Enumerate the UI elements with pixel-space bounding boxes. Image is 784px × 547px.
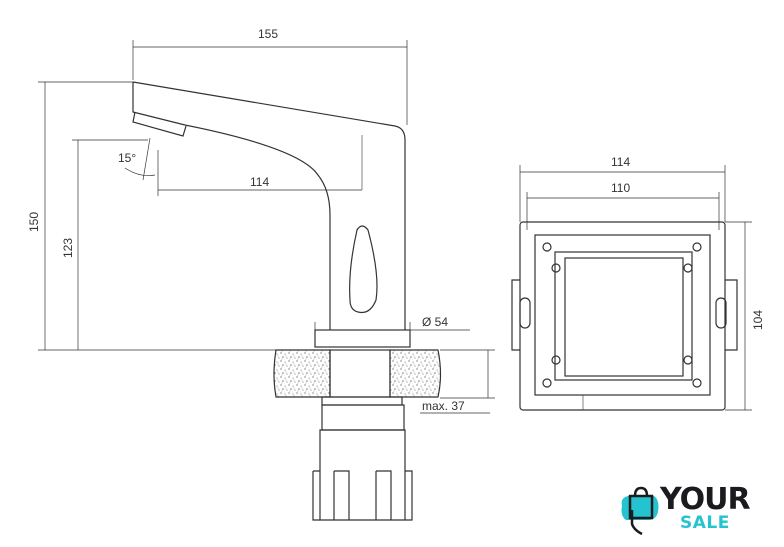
screw-icons	[542, 242, 702, 388]
logo-text-sale: SALE	[680, 513, 730, 533]
faucet-drawing	[132, 81, 442, 521]
dim-box-height: 104	[751, 310, 765, 330]
dim-spout-reach: 114	[250, 175, 269, 189]
dim-spout-height: 123	[61, 238, 75, 258]
dim-box-inner-width: 110	[611, 181, 630, 195]
shopping-bag-hand-icon	[621, 486, 659, 536]
dim-base-diameter: Ø 54	[422, 315, 448, 329]
mounting-box-drawing	[511, 221, 738, 411]
logo-text-your: YOUR	[660, 482, 751, 517]
dimension-lines	[38, 40, 752, 414]
dim-box-outer-width: 114	[611, 155, 630, 169]
yoursale-logo: YOUR SALE	[618, 482, 768, 538]
dim-spout-angle: 15°	[118, 151, 136, 165]
dim-counter-thickness: max. 37	[422, 399, 465, 413]
dim-total-height: 150	[27, 212, 41, 232]
dim-spout-length: 155	[258, 27, 278, 41]
